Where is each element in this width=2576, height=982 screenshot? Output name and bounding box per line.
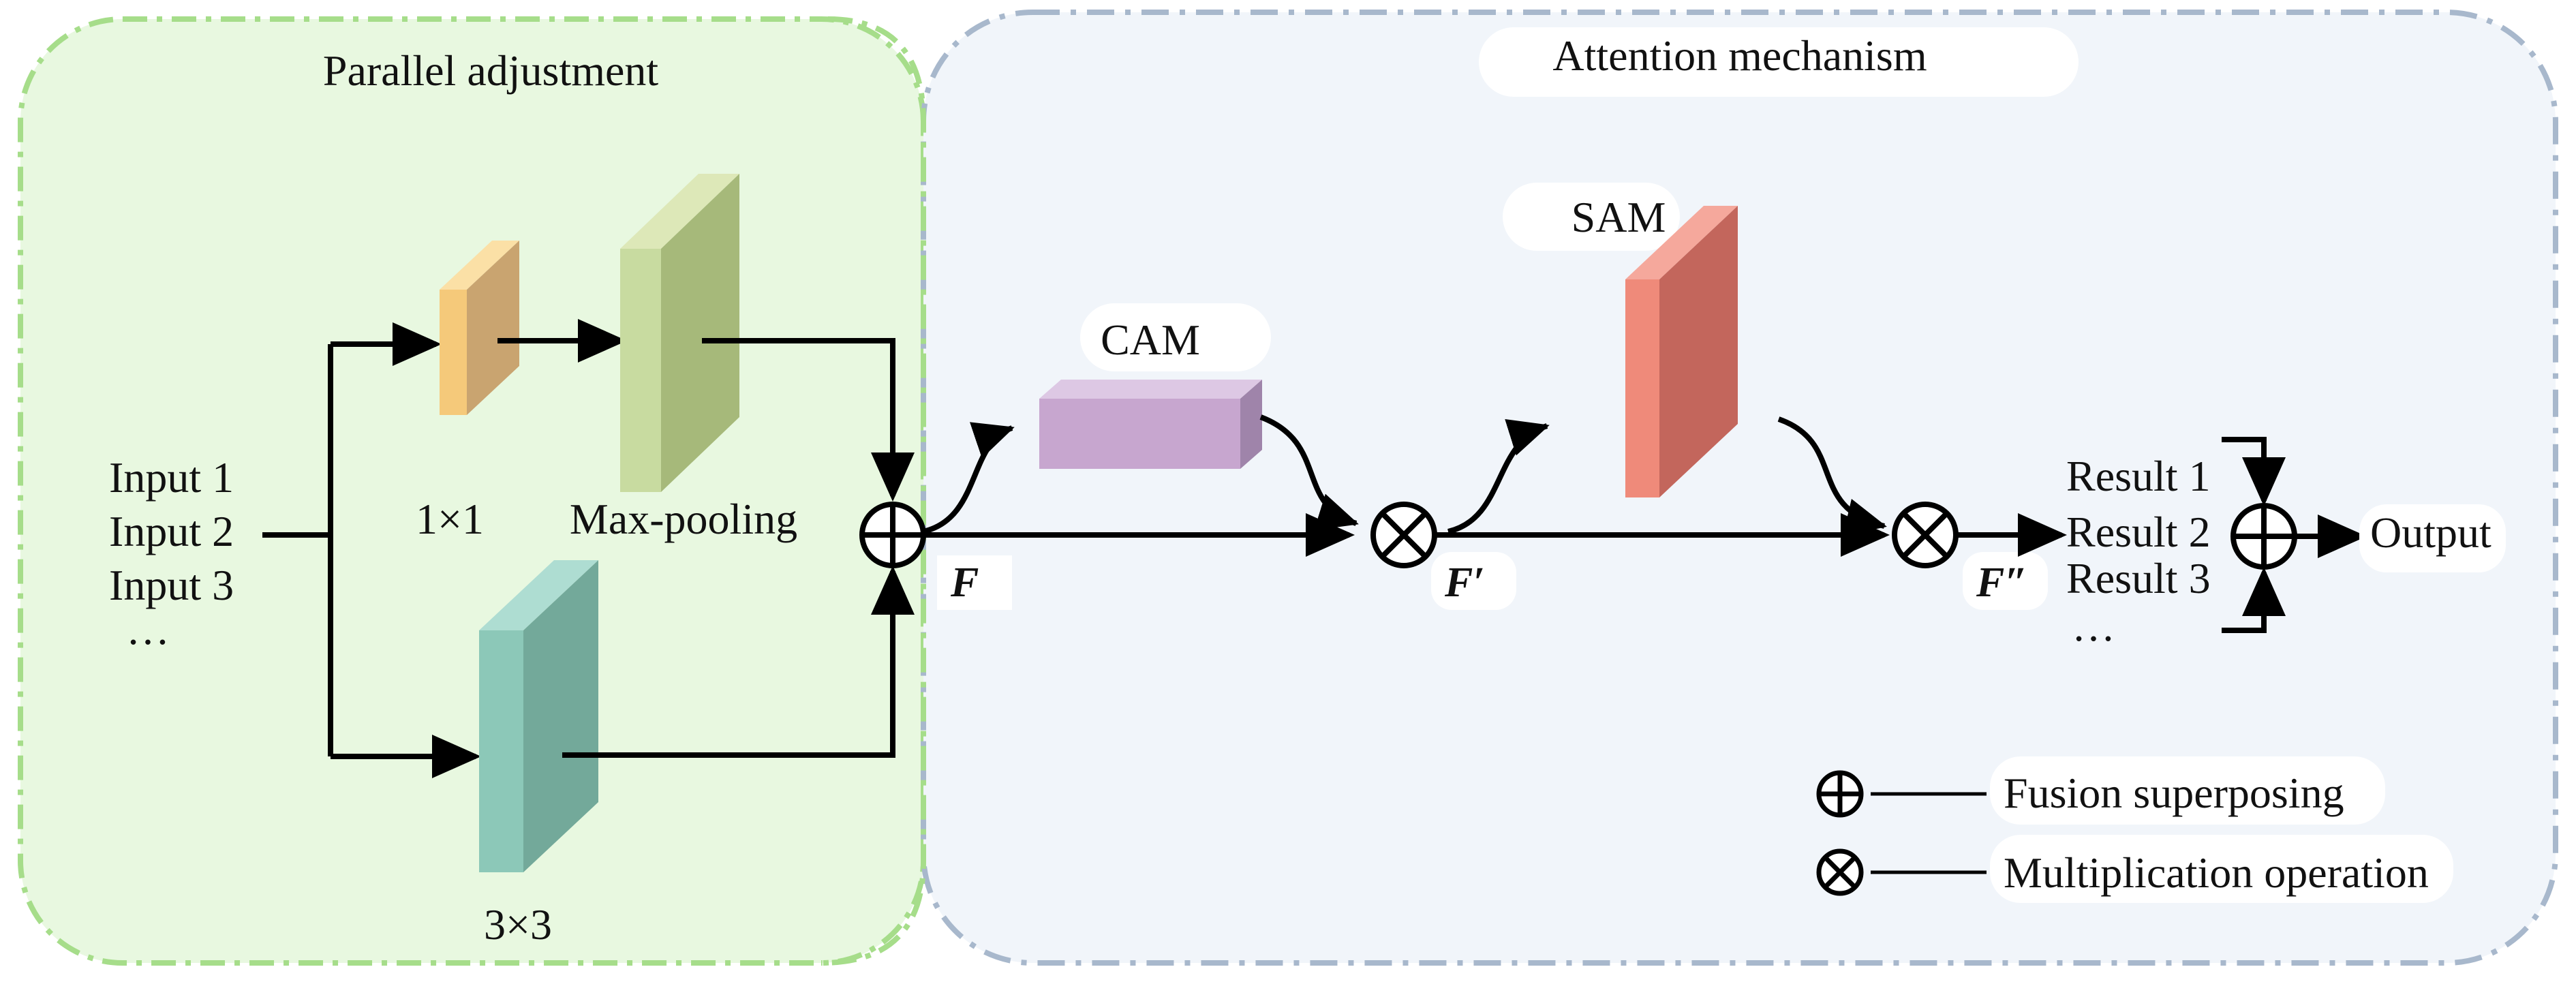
- input-label-3: Input 3: [109, 561, 234, 609]
- multiply-symbol-1: [1370, 502, 1437, 568]
- f-prime-label: F′: [1444, 559, 1485, 606]
- f-double-label-backdrop: [1963, 552, 2048, 610]
- result-label-3: Result 3: [2066, 554, 2211, 602]
- mult1-to-sam-curve: [1447, 419, 1550, 534]
- conv3-block: [479, 560, 598, 872]
- attention-title-backdrop: [1479, 27, 2079, 97]
- legend-multiply-symbol: [1816, 848, 1864, 896]
- sam-to-mult2-curve: [1777, 416, 1887, 536]
- conv3-to-fusion-line: [562, 566, 915, 758]
- results-top-bracket: [2222, 437, 2286, 506]
- fusion-symbol-2: [2230, 503, 2297, 570]
- cam-label: CAM: [1101, 316, 1200, 364]
- f-prime-label-backdrop: [1431, 552, 1516, 610]
- result-label-ellipsis: …: [2072, 602, 2115, 650]
- sam-block: [1625, 206, 1738, 497]
- conv3-label: 3×3: [484, 900, 552, 949]
- f-label: F: [950, 559, 979, 606]
- result-label-1: Result 1: [2066, 452, 2211, 500]
- fusion-symbol-1: [859, 502, 926, 568]
- cam-block: [1039, 380, 1262, 469]
- maxpool-block: [620, 174, 739, 492]
- input-label-ellipsis: …: [126, 605, 170, 654]
- legend-multiply-backdrop: [1990, 835, 2453, 903]
- legend-fusion-symbol: [1816, 770, 1864, 818]
- parallel-panel-seam: [821, 16, 926, 966]
- parallel-panel-title: Parallel adjustment: [323, 46, 659, 95]
- sam-label: SAM: [1571, 193, 1666, 241]
- results-bottom-bracket: [2222, 567, 2286, 633]
- sam-label-backdrop: [1503, 183, 1680, 251]
- legend: Fusion superposing Multiplication operat…: [1816, 756, 2453, 903]
- output-label-backdrop: [2359, 504, 2506, 572]
- cam-to-mult1-curve: [1259, 414, 1359, 531]
- conv1-label: 1×1: [416, 495, 484, 543]
- cam-label-backdrop: [1080, 303, 1271, 371]
- input-label-2: Input 2: [109, 507, 234, 555]
- multiply-symbol-2: [1892, 502, 1959, 568]
- result-label-2: Result 2: [2066, 508, 2211, 556]
- maxpool-to-fusion-line: [702, 338, 915, 502]
- maxpool-label: Max-pooling: [570, 495, 797, 543]
- f-double-prime-label: F″: [1976, 559, 2028, 606]
- fusion-to-cam-curve: [923, 422, 1015, 534]
- input-label-1: Input 1: [109, 453, 234, 502]
- output-label: Output: [2370, 508, 2491, 557]
- legend-fusion-backdrop: [1990, 756, 2385, 825]
- conv1-block: [440, 241, 519, 415]
- f-label-backdrop: [937, 555, 1012, 610]
- legend-fusion-label: Fusion superposing: [2004, 769, 2344, 817]
- attention-panel-title: Attention mechanism: [1552, 31, 1927, 80]
- legend-multiply-label: Multiplication operation: [2004, 848, 2429, 897]
